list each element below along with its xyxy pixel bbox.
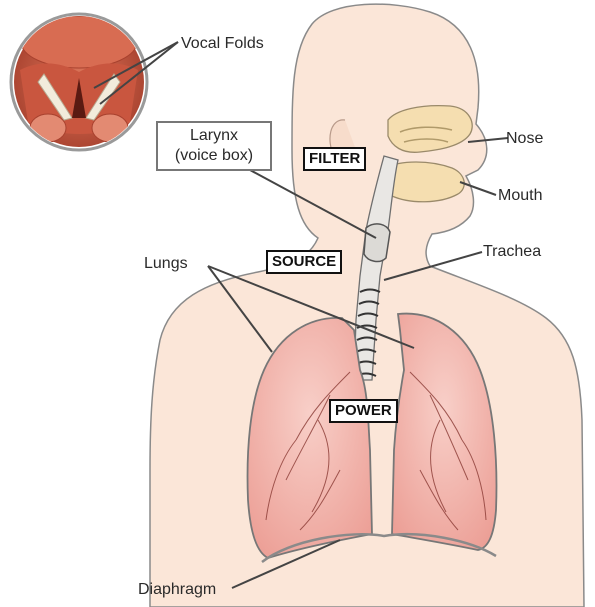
label-vocal-folds: Vocal Folds: [181, 34, 264, 53]
label-nose: Nose: [506, 129, 543, 148]
label-larynx-box: Larynx (voice box): [156, 121, 272, 171]
stage-label-filter: FILTER: [303, 147, 366, 171]
label-trachea: Trachea: [483, 242, 541, 261]
stage-label-power: POWER: [329, 399, 398, 423]
label-voice-box: (voice box): [158, 146, 270, 166]
larynx-shape: [364, 224, 390, 262]
label-diaphragm: Diaphragm: [138, 580, 216, 599]
label-lungs: Lungs: [144, 254, 188, 273]
label-mouth: Mouth: [498, 186, 542, 205]
stage-label-source: SOURCE: [266, 250, 342, 274]
label-larynx: Larynx: [158, 126, 270, 146]
